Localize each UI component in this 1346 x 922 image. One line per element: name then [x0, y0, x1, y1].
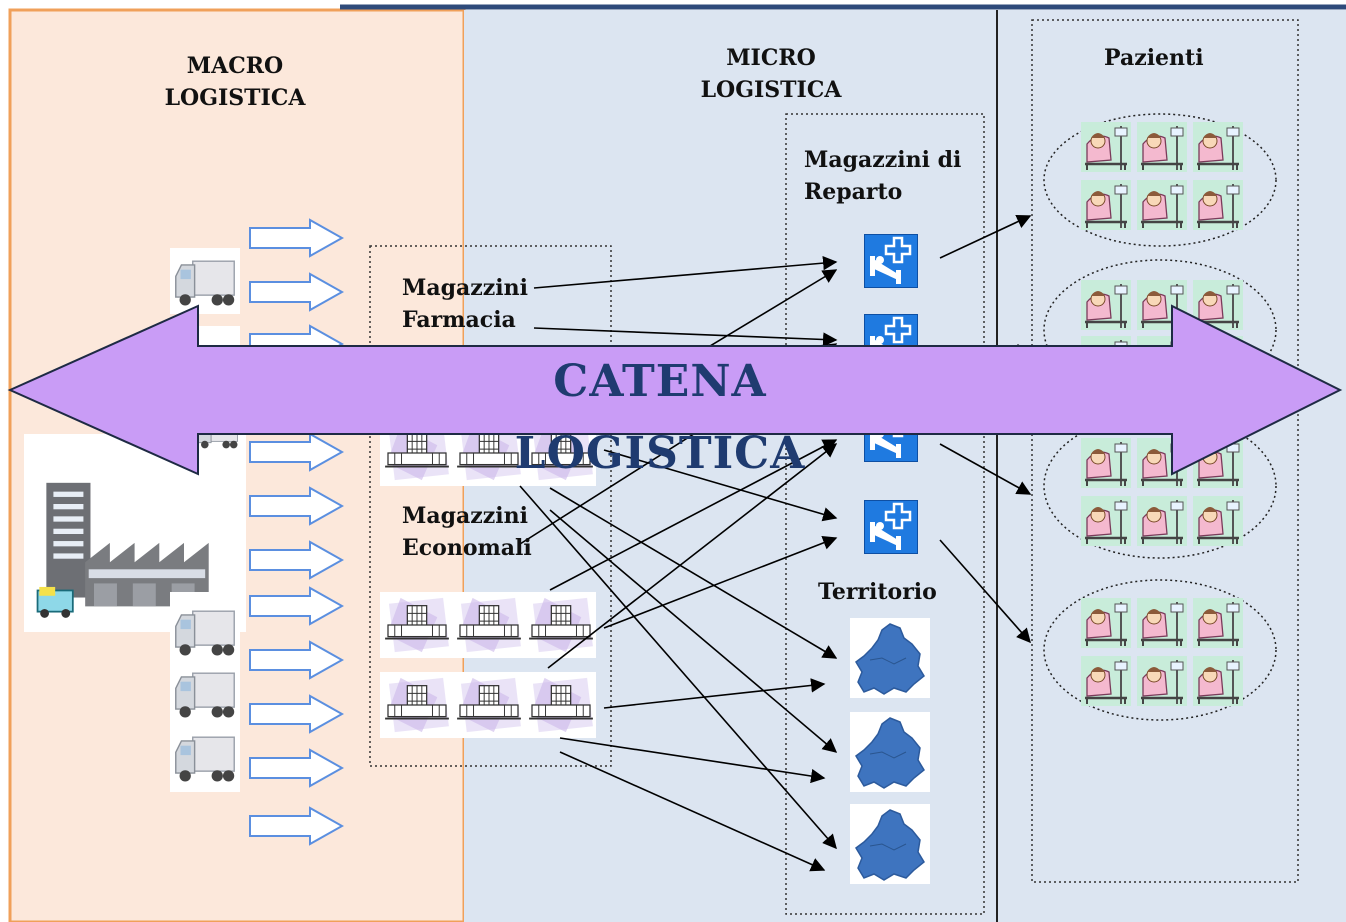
ward-warehouses-label: Magazzini di Reparto: [804, 147, 962, 205]
patient-group: [1043, 579, 1277, 721]
micro-logistics-heading: MICRO LOGISTICA: [700, 45, 842, 103]
warehouse-group-box: [369, 245, 612, 767]
logistics-chain-title: CATENA LOGISTICA: [514, 356, 806, 479]
patients-box: [1031, 19, 1299, 883]
pharmacy-warehouses-label: Magazzini Farmacia: [402, 275, 528, 333]
ward-territory-box: [785, 113, 985, 915]
logistics-chain-arrow: [7, 304, 1343, 476]
territory-label: Territorio: [818, 579, 937, 605]
patient-group: [1043, 259, 1277, 401]
hospital-bed-icon: [864, 234, 918, 288]
macro-logistics-heading: MACRO LOGISTICA: [164, 53, 306, 111]
hospital-row: [380, 592, 596, 658]
patient-group: [1043, 413, 1277, 559]
patient-group: [1043, 113, 1277, 247]
economal-warehouses-label: Magazzini Economali: [402, 503, 532, 561]
hospital-bed-icon: [864, 500, 918, 554]
patients-heading: Pazienti: [1104, 45, 1204, 71]
hospital-row: [380, 672, 596, 738]
